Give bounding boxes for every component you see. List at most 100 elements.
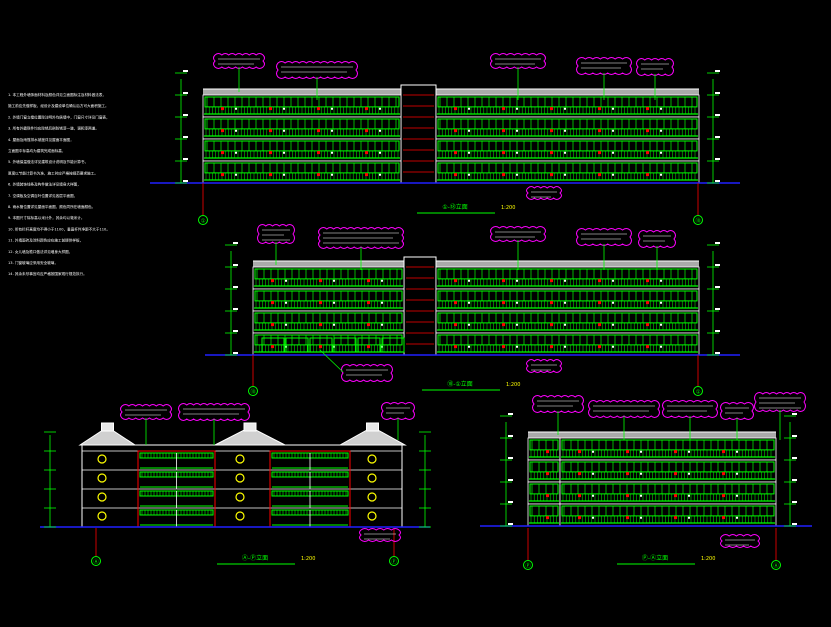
ac-unit <box>283 107 285 110</box>
level-label <box>715 136 720 138</box>
axis-label: ① <box>696 390 701 396</box>
ac-unit <box>221 173 224 177</box>
callout-4d <box>720 402 754 420</box>
ac-unit <box>454 107 457 111</box>
ac-unit <box>367 323 370 327</box>
callout-4f <box>720 534 760 548</box>
ac-unit <box>331 129 333 132</box>
shopfront <box>285 337 309 353</box>
ac-unit <box>516 107 518 110</box>
ac-unit <box>564 107 566 110</box>
callout-2b <box>318 227 404 249</box>
ac-unit <box>598 107 601 111</box>
gable-top <box>366 422 379 432</box>
ac-unit <box>502 107 505 111</box>
callout-outline <box>576 57 632 75</box>
ac-unit <box>660 345 662 348</box>
callout-outline <box>720 402 754 420</box>
level-label <box>233 352 238 354</box>
ac-unit <box>736 472 738 475</box>
window-strip <box>204 96 400 108</box>
gable-top <box>101 422 114 432</box>
callout-1c <box>490 53 546 69</box>
window-strip <box>437 140 698 152</box>
ac-unit <box>283 129 285 132</box>
ac-unit <box>516 323 518 326</box>
shopfront <box>333 337 357 353</box>
round-window <box>97 511 107 521</box>
callout-outline <box>636 58 674 76</box>
ac-unit <box>468 173 470 176</box>
window-strip <box>204 118 400 130</box>
ac-unit <box>640 472 642 475</box>
ac-unit <box>626 516 629 520</box>
ac-unit <box>626 450 629 454</box>
ac-unit <box>271 345 274 349</box>
round-window <box>367 473 377 483</box>
ac-unit <box>660 301 662 304</box>
elevation-3 <box>40 422 431 528</box>
elevation-3-scale: 1:200 <box>301 556 315 562</box>
ac-unit <box>221 107 224 111</box>
ac-unit <box>612 107 614 110</box>
elevation-1-scale: 1:200 <box>501 205 515 211</box>
ac-unit <box>722 472 725 476</box>
level-label <box>715 264 720 266</box>
ac-unit <box>285 279 287 282</box>
note-line: 6. 外墙装饰线条及构件做法详见墙身大样图， <box>8 182 81 187</box>
ac-unit <box>381 301 383 304</box>
ac-unit <box>468 129 470 132</box>
window-strip <box>254 334 403 346</box>
round-window <box>367 511 377 521</box>
callout-3a <box>120 404 172 420</box>
callout-outline <box>754 392 806 412</box>
ac-unit <box>598 345 601 349</box>
window-strip <box>561 505 775 517</box>
callout-outline <box>381 402 415 420</box>
ac-unit <box>381 323 383 326</box>
window-strip <box>254 290 403 302</box>
level-label <box>715 114 720 116</box>
level-label <box>183 70 188 72</box>
ac-unit <box>269 151 272 155</box>
roof-parapet <box>253 261 699 267</box>
callout-4a <box>532 395 584 413</box>
ac-unit <box>592 494 594 497</box>
level-label <box>508 413 513 415</box>
window-strip <box>529 483 559 495</box>
ac-unit <box>365 129 368 133</box>
window-strip <box>254 312 403 324</box>
ac-unit <box>688 494 690 497</box>
ac-unit <box>564 129 566 132</box>
ac-unit <box>319 301 322 305</box>
ac-unit <box>688 472 690 475</box>
note-line: 10. 所有栏杆高度均不得小于1100，垂直杆件净距不大于110。 <box>8 226 110 231</box>
note-line: 3. 所有外露铁件均应除锈后刷防锈漆一道，调和漆两道。 <box>8 126 99 131</box>
window-strip <box>561 439 775 451</box>
callout-4c <box>662 400 718 418</box>
ac-unit <box>379 107 381 110</box>
window-strip <box>437 334 698 346</box>
ac-unit <box>454 345 457 349</box>
ac-unit <box>550 151 553 155</box>
level-label <box>715 70 720 72</box>
roof-parapet <box>528 432 776 438</box>
ac-unit <box>516 173 518 176</box>
ac-unit <box>736 516 738 519</box>
note-line: 8. 雨水管位置详见屋面平面图，颜色同所在墙面颜色。 <box>8 204 95 209</box>
ac-unit <box>550 345 553 349</box>
ac-unit <box>578 450 581 454</box>
ac-unit <box>319 345 322 349</box>
ac-unit <box>285 301 287 304</box>
level-label <box>792 435 797 437</box>
ac-unit <box>367 345 370 349</box>
round-window <box>235 473 245 483</box>
window-strip <box>437 312 698 324</box>
ac-unit <box>317 151 320 155</box>
ac-unit <box>612 173 614 176</box>
ac-unit <box>550 129 553 133</box>
ac-unit <box>516 279 518 282</box>
ac-unit <box>674 450 677 454</box>
level-label <box>183 180 188 182</box>
